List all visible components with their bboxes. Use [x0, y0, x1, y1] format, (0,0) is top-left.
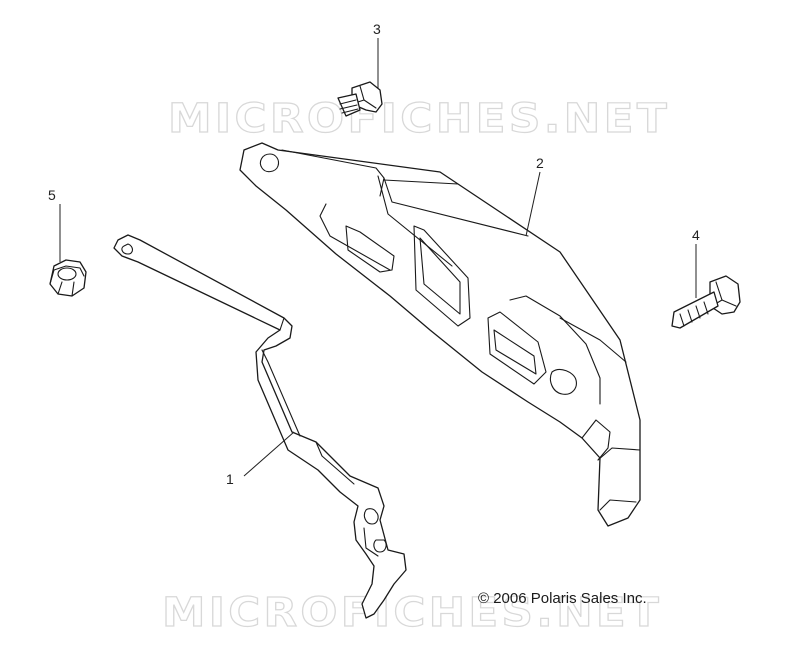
part-5-hex-nut: [49, 259, 87, 297]
leader-1: [243, 431, 295, 477]
callout-3: 3: [373, 21, 381, 37]
part-3-flange-bolt: [337, 81, 383, 117]
callout-1: 1: [226, 471, 234, 487]
callout-4: 4: [692, 227, 700, 243]
part-4-flange-bolt: [671, 275, 741, 329]
leader-2: [525, 171, 541, 237]
part-1-lever-arm: [113, 234, 407, 619]
part-2-guard: [239, 142, 641, 527]
watermark-bottom: MICROFICHES.NET: [162, 590, 662, 636]
copyright-notice: © 2006 Polaris Sales Inc.: [478, 590, 647, 607]
callout-2: 2: [536, 155, 544, 171]
callout-5: 5: [48, 187, 56, 203]
watermark-top: MICROFICHES.NET: [168, 96, 670, 142]
